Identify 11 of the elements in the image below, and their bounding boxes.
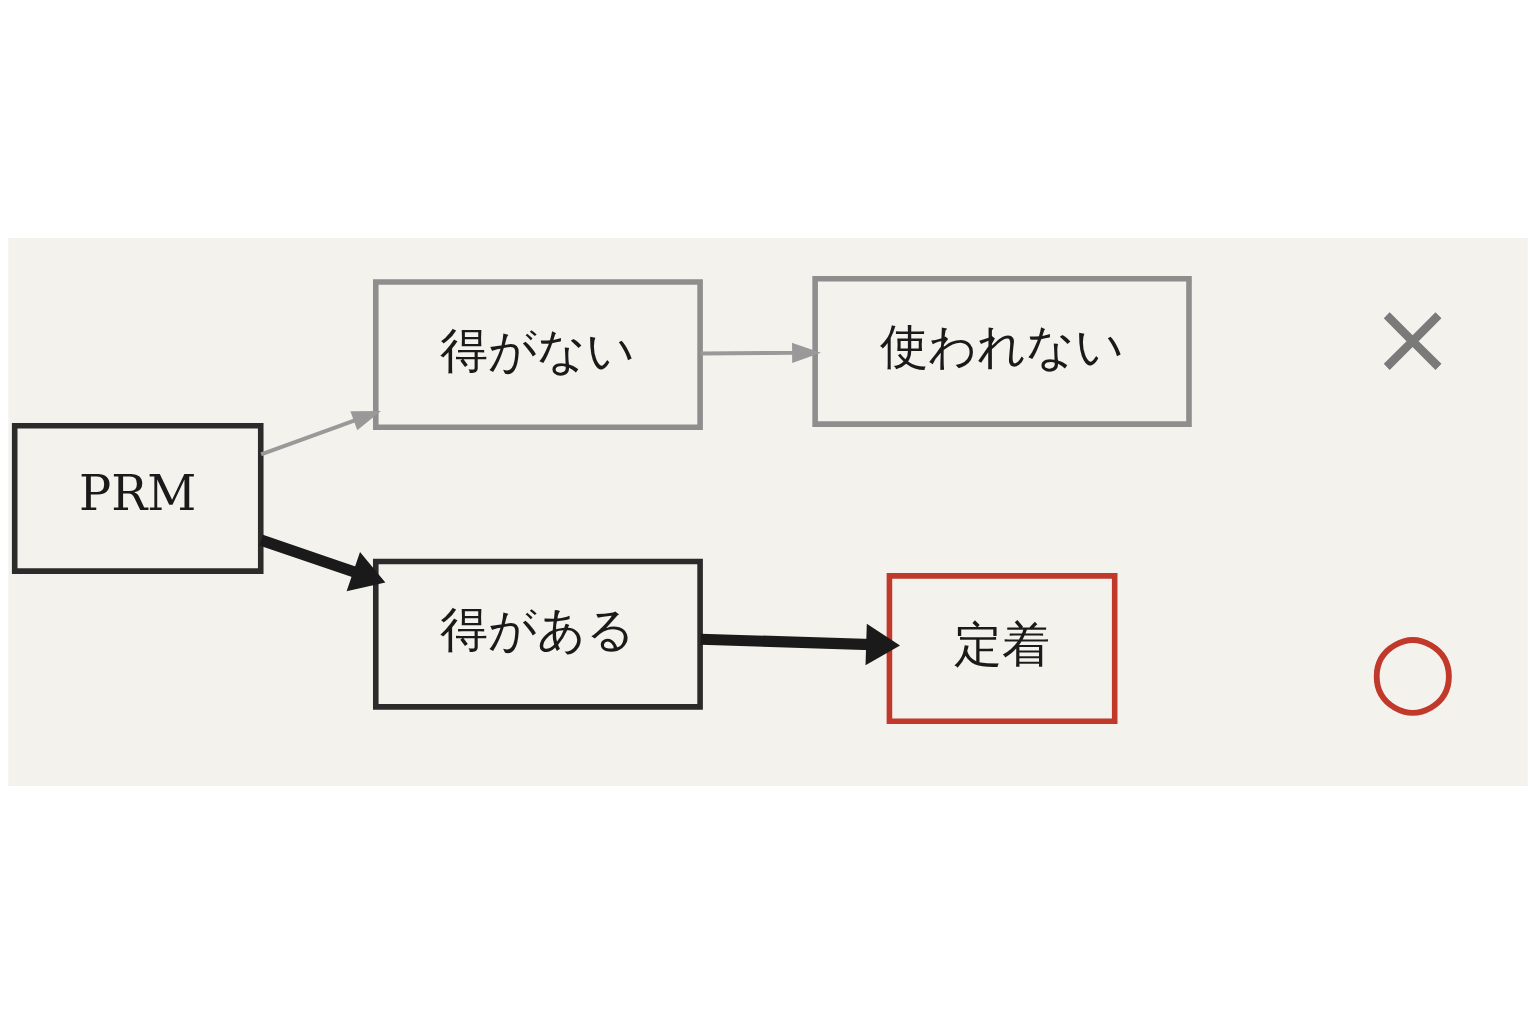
node-box: 得がある bbox=[372, 558, 703, 710]
node-label: × bbox=[1369, 277, 1456, 397]
arrow bbox=[700, 623, 901, 666]
arrow bbox=[700, 342, 821, 363]
node-box: PRM bbox=[11, 422, 264, 574]
node-label: ○ bbox=[1368, 608, 1458, 728]
node-box: 得がない bbox=[372, 279, 703, 431]
node-box: 使われない bbox=[812, 275, 1192, 427]
node-box: 定着 bbox=[886, 573, 1118, 725]
arrow bbox=[259, 534, 386, 592]
arrow bbox=[260, 410, 381, 457]
